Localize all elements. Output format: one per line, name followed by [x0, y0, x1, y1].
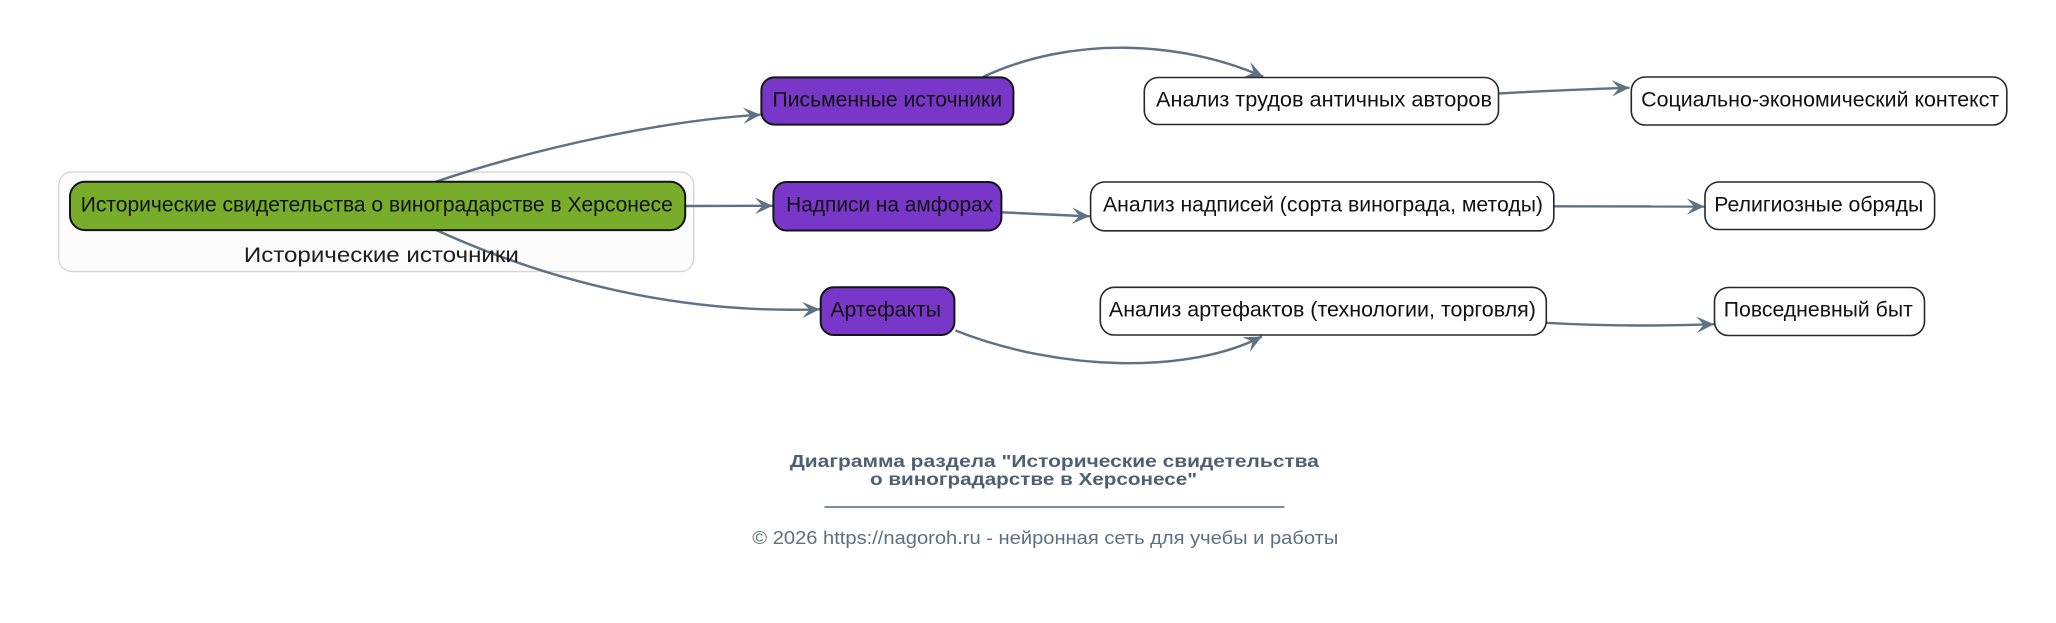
- svg-text:Надписи на амфорах: Надписи на амфорах: [786, 193, 994, 216]
- svg-text:Анализ трудов античных авторов: Анализ трудов античных авторов: [1156, 88, 1492, 111]
- svg-text:© 2026 https://nagoroh.ru - не: © 2026 https://nagoroh.ru - нейронная се…: [752, 527, 1338, 548]
- svg-text:Диаграмма раздела "Исторически: Диаграмма раздела "Исторические свидетел…: [790, 451, 1319, 471]
- svg-text:Исторические источники: Исторические источники: [244, 242, 519, 267]
- svg-text:Религиозные обряды: Религиозные обряды: [1714, 193, 1923, 216]
- svg-text:Повседневный быт: Повседневный быт: [1724, 299, 1913, 322]
- svg-text:о виноградарстве в Херсонесе": о виноградарстве в Херсонесе": [870, 469, 1197, 489]
- svg-text:Исторические свидетельства о в: Исторические свидетельства о виноградарс…: [81, 193, 673, 216]
- svg-text:Анализ надписей (сорта виногра: Анализ надписей (сорта винограда, методы…: [1103, 193, 1543, 216]
- svg-text:Письменные источники: Письменные источники: [773, 88, 1003, 111]
- svg-text:Социально-экономический контек: Социально-экономический контекст: [1641, 88, 1999, 111]
- svg-text:Анализ артефактов (технологии,: Анализ артефактов (технологии, торговля): [1109, 299, 1536, 322]
- svg-text:Артефакты: Артефакты: [830, 299, 941, 322]
